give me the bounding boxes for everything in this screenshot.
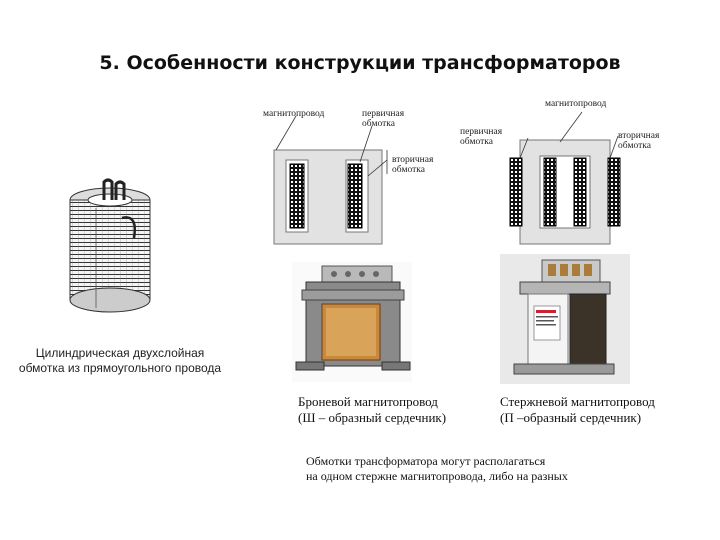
rod-caption-line-2: (П –образный сердечник) [500,410,642,426]
armor-primary-label: первичная обмотка [362,109,405,130]
armor-transformer-photo [292,262,412,382]
armor-caption: Броневой магнитопровод (Ш – образный сер… [298,394,446,427]
armor-caption-line-2: (Ш – образный сердечник) [298,410,447,426]
cylindrical-winding-image [69,178,151,313]
bottom-note-line-2: на одном стержне магнитопровода, либо на… [306,469,568,483]
rod-primary-label: первичная обмотка [460,127,503,148]
rod-secondary-label-line-1: вторичная [618,131,660,141]
armor-core-diagram [273,115,388,245]
armor-primary-label-line-1: первичная [362,109,405,119]
bottom-note-line-1: Обмотки трансформатора могут располагать… [306,454,546,468]
page-title: 5. Особенности конструкции трансформатор… [99,52,621,74]
cylinder-caption-line-1: Цилиндрическая двухслойная [35,346,205,360]
rod-primary-label-line-2: обмотка [460,136,493,147]
rod-core-label: магнитопровод [545,99,607,109]
rod-caption: Стержневой магнитопровод (П –образный се… [500,394,655,427]
armor-primary-label-line-2: обмотка [362,118,395,129]
rod-core-diagram [509,111,621,245]
rod-secondary-label-line-2: обмотка [618,140,651,151]
bottom-note: Обмотки трансформатора могут располагать… [306,454,568,484]
cylinder-caption-line-2: обмотка из прямоугольного провода [18,361,222,375]
armor-secondary-label: вторичная обмотка [392,155,434,176]
rod-primary-label-line-1: первичная [460,127,503,137]
armor-secondary-label-line-1: вторичная [392,155,434,165]
armor-caption-line-1: Броневой магнитопровод [298,394,438,409]
rod-transformer-photo [500,254,630,384]
armor-core-label: магнитопровод [263,109,325,119]
rod-secondary-label: вторичная обмотка [618,131,660,152]
armor-secondary-label-line-2: обмотка [392,164,425,175]
rod-caption-line-1: Стержневой магнитопровод [500,394,655,409]
cylinder-caption: Цилиндрическая двухслойная обмотка из пр… [0,346,240,376]
